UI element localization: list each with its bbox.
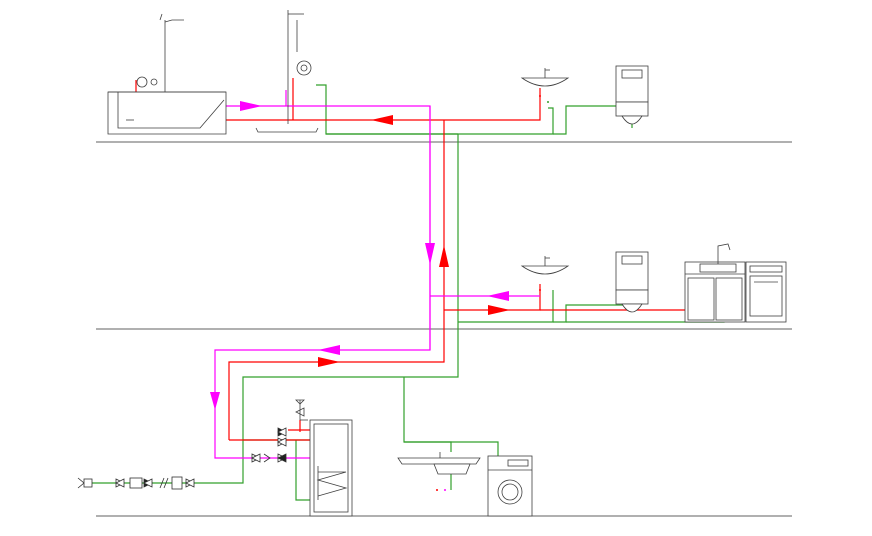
hot-return-pipes — [115, 90, 540, 459]
flow-arrows — [170, 101, 510, 410]
arrow-upper-supply-left-2 — [371, 115, 393, 125]
water-heater-tank — [309, 419, 353, 517]
wall-hung-wc-upper — [615, 65, 649, 125]
arrow-middle-return — [487, 291, 509, 301]
washbasin-middle — [520, 256, 570, 291]
wall-hung-wc-middle — [615, 251, 649, 313]
arrow-middle-supply — [488, 305, 510, 315]
tank-valves — [251, 427, 287, 463]
utility-sink — [397, 452, 481, 491]
washing-machine — [487, 455, 533, 517]
bathtub-with-shower — [107, 13, 227, 135]
washbasin-upper — [520, 68, 570, 103]
arrow-basement-return — [318, 345, 340, 355]
arrow-supply-up-riser — [439, 245, 449, 267]
shower — [255, 10, 319, 133]
dishwasher — [745, 261, 787, 323]
kitchen-sink-unit — [684, 243, 746, 323]
arrow-basement-supply — [318, 357, 340, 367]
water-meter-assembly — [77, 476, 195, 490]
arrow-upper-return — [240, 101, 262, 111]
arrow-return-down-riser — [425, 243, 435, 265]
arrow-basement-return-down — [210, 392, 220, 410]
safety-valve-group — [295, 399, 308, 421]
